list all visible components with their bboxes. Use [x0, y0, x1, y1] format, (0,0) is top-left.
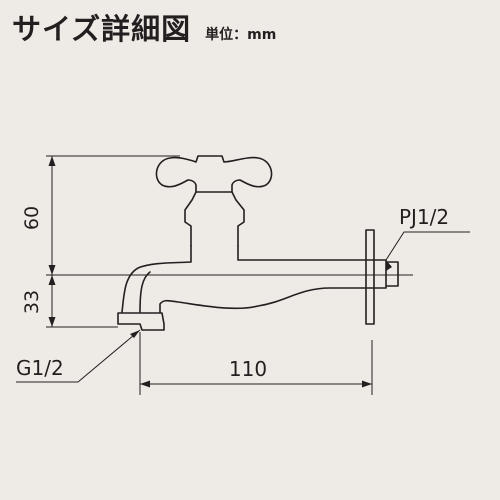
dimension-label-pipe-thread: PJ1/2 [399, 205, 449, 229]
faucet-spout [159, 287, 375, 313]
dimension-arrows [48, 156, 392, 388]
dimension-label-length: 110 [229, 357, 267, 381]
unit-label: 単位：mm [205, 27, 277, 43]
faucet-bonnet [184, 191, 245, 247]
faucet-outline [117, 155, 399, 331]
dimension-label-height-upper: 60 [21, 206, 43, 230]
faucet-body [121, 245, 375, 313]
page-title: サイズ詳細図 [12, 12, 192, 46]
mounting-flange [365, 229, 375, 325]
page-header: サイズ詳細図 単位：mm [12, 6, 276, 48]
faucet-handle [155, 155, 273, 193]
dimension-label-height-lower: 33 [21, 290, 43, 314]
pipe-thread [373, 259, 399, 289]
spout-tip [117, 312, 165, 331]
dimension-lines [16, 155, 470, 395]
dimension-label-spout-thread: G1/2 [16, 356, 64, 380]
